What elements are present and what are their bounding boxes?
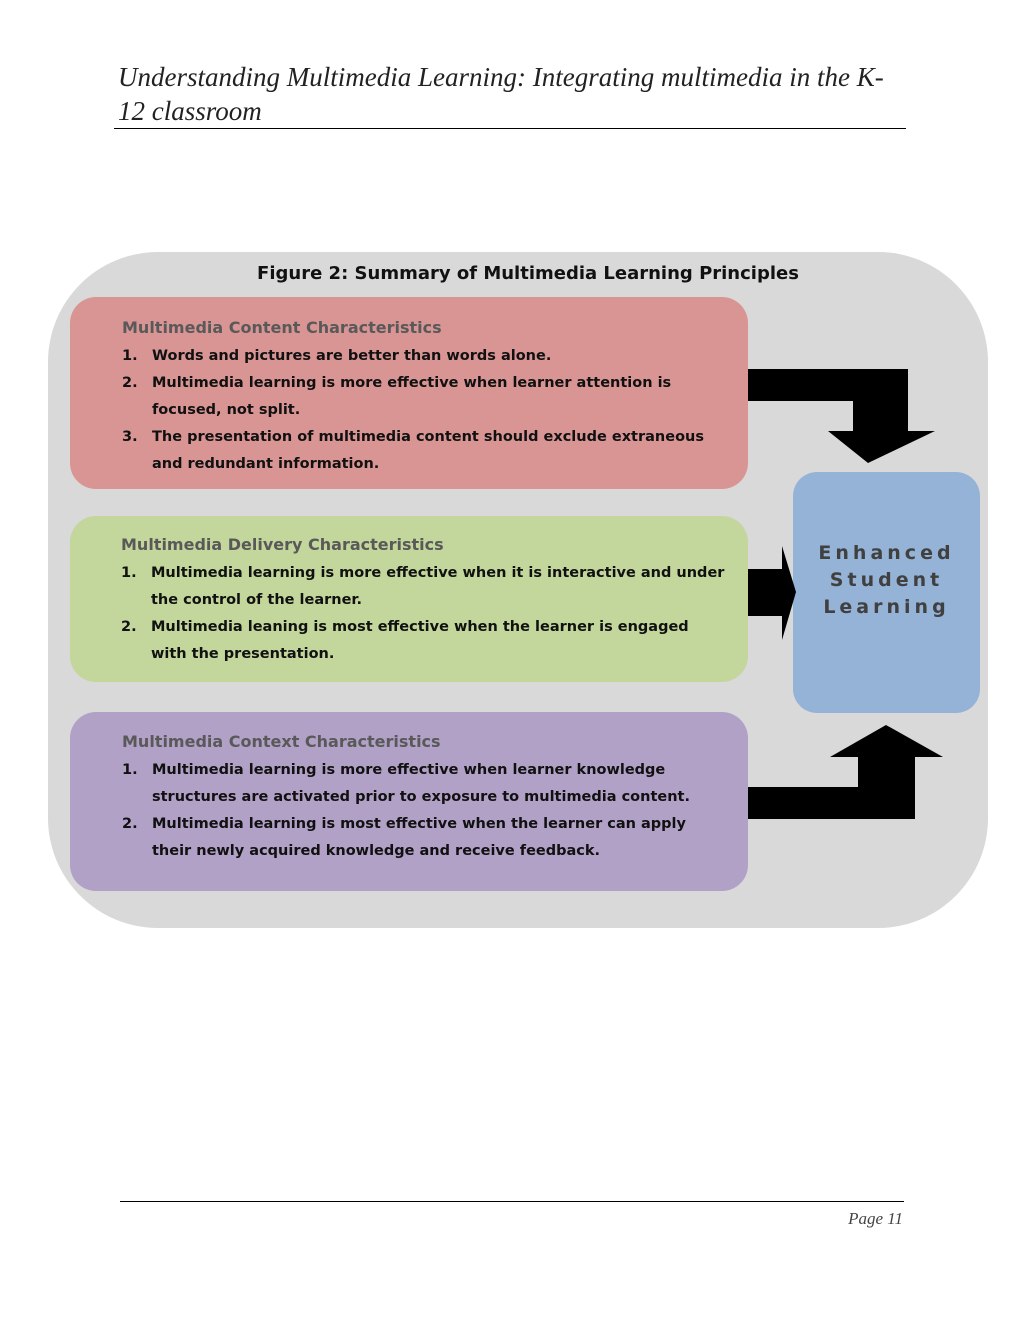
page-number: Page 11: [848, 1209, 903, 1228]
enhanced-student-learning-box: Enhanced Student Learning: [793, 472, 980, 713]
list-item: 1. Multimedia learning is more effective …: [121, 560, 728, 614]
arrow-up-icon: [748, 725, 943, 819]
context-characteristics-box: Multimedia Context Characteristics 1. Mu…: [70, 712, 748, 891]
list-item-text: Multimedia leaning is most effective whe…: [151, 619, 689, 662]
list-item-text: Multimedia learning is most effective wh…: [152, 816, 686, 859]
list-item: 1. Multimedia learning is more effective…: [122, 757, 728, 811]
list-item-number: 1.: [122, 762, 138, 778]
list-item-text: Multimedia learning is more effective wh…: [151, 565, 725, 608]
content-characteristics-heading: Multimedia Content Characteristics: [122, 318, 442, 337]
figure-title: Figure 2: Summary of Multimedia Learning…: [257, 263, 799, 284]
list-item-text: Words and pictures are better than words…: [152, 348, 552, 364]
footer-divider: [120, 1201, 904, 1202]
list-item-number: 1.: [121, 565, 137, 581]
context-characteristics-list: 1. Multimedia learning is more effective…: [122, 757, 728, 865]
arrow-right-icon: [748, 546, 796, 640]
list-item: 1. Words and pictures are better than wor…: [122, 343, 728, 370]
context-characteristics-heading: Multimedia Context Characteristics: [122, 732, 441, 751]
list-item-number: 2.: [122, 375, 138, 391]
list-item-number: 2.: [121, 619, 137, 635]
delivery-characteristics-heading: Multimedia Delivery Characteristics: [121, 535, 444, 554]
delivery-characteristics-list: 1. Multimedia learning is more effective …: [121, 560, 728, 668]
result-line-learning: Learning: [823, 596, 950, 618]
list-item-text: Multimedia learning is more effective wh…: [152, 375, 672, 418]
list-item: 2. Multimedia learning is more effective …: [122, 370, 728, 424]
list-item-text: Multimedia learning is more effective wh…: [152, 762, 690, 805]
content-characteristics-box: Multimedia Content Characteristics 1. Wor…: [70, 297, 748, 489]
document-header-title: Understanding Multimedia Learning: Integ…: [118, 62, 884, 126]
header-divider: [114, 128, 906, 129]
arrow-down-icon: [748, 369, 935, 463]
result-line-enhanced: Enhanced: [818, 542, 955, 564]
list-item-number: 2.: [122, 816, 138, 832]
list-item-number: 1.: [122, 348, 138, 364]
list-item: 3. The presentation of multimedia content…: [122, 424, 728, 478]
list-item: 2. Multimedia learning is most effective …: [122, 811, 728, 865]
list-item: 2. Multimedia leaning is most effective w…: [121, 614, 728, 668]
content-characteristics-list: 1. Words and pictures are better than wor…: [122, 343, 728, 478]
result-line-student: Student: [829, 569, 944, 591]
list-item-number: 3.: [122, 429, 138, 445]
delivery-characteristics-box: Multimedia Delivery Characteristics 1. Mu…: [70, 516, 748, 682]
list-item-text: The presentation of multimedia content s…: [152, 429, 704, 472]
